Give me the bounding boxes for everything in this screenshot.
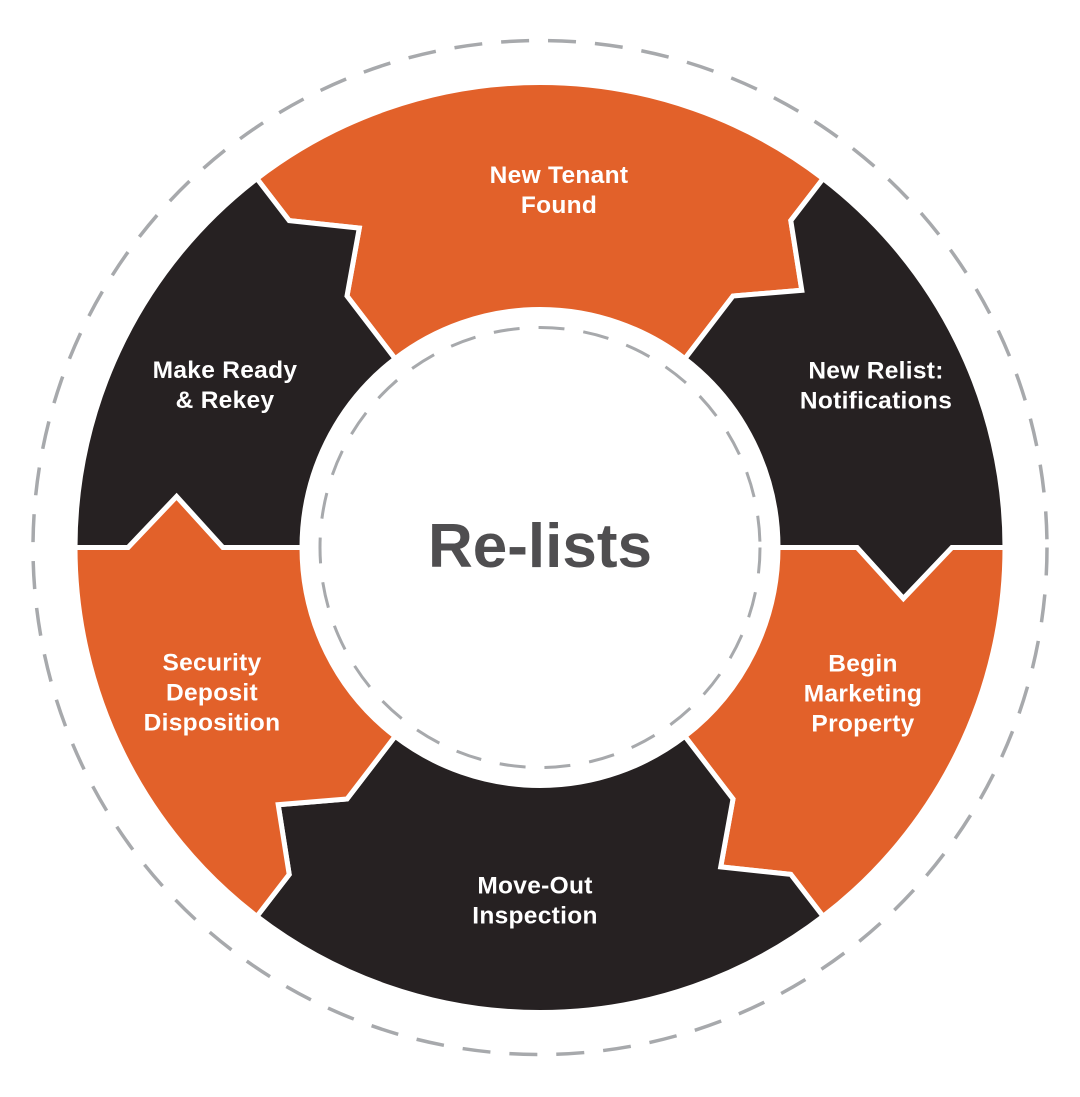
outer-dashed-circle [31,38,1049,1057]
inner-dashed-circle [318,326,762,769]
segment-label-new-tenant-found-line-1: New Tenant [490,162,629,189]
segment-make-ready-rekey [72,175,399,550]
segment-label-begin-marketing-property-line-2: Marketing [804,681,922,708]
segment-label-make-ready-rekey-line-2: & Rekey [176,387,275,414]
diagram-center-title: Re-lists [428,512,652,581]
segment-label-make-ready-rekey-line-1: Make Ready [153,357,298,384]
segment-label-begin-marketing-property-line-1: Begin [828,651,898,678]
segment-label-begin-marketing-property-line-3: Property [811,711,914,738]
segment-label-security-deposit-disposition-line-3: Disposition [144,710,281,737]
segment-label-security-deposit-disposition-line-2: Deposit [166,680,258,707]
cycle-segments [72,79,1008,1016]
segment-label-new-tenant-found-line-2: Found [521,192,597,219]
segment-label-new-relist-notifications-line-1: New Relist: [808,358,943,385]
segment-label-move-out-inspection-line-2: Inspection [472,903,598,930]
segment-label-new-relist-notifications-line-2: Notifications [800,388,952,415]
segment-label-move-out-inspection-line-1: Move-Out [477,873,592,900]
segment-label-security-deposit-disposition-line-1: Security [162,650,261,677]
